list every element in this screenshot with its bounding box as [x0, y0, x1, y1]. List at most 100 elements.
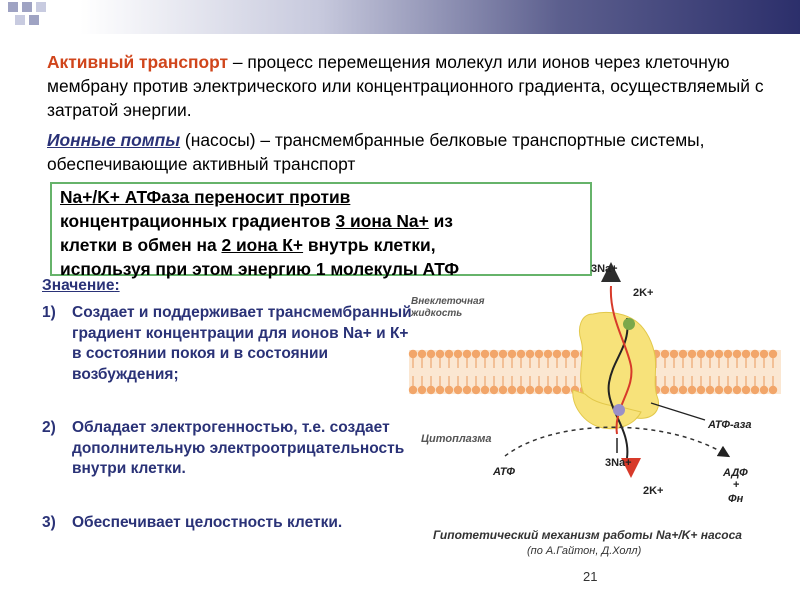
lipid-head — [534, 349, 544, 359]
lipid-head — [543, 385, 553, 395]
diagram-caption: Гипотетический механизм работы Na+/K+ на… — [433, 528, 742, 542]
lipid-head — [669, 385, 679, 395]
header-square — [15, 15, 25, 25]
box-line-4-text: используя при этом энергию 1 молекулы АТ… — [60, 259, 460, 279]
box-line-2a: концентрационных градиентов — [60, 211, 336, 231]
lipid-head — [552, 349, 562, 359]
lipid-head — [741, 349, 751, 359]
box-line-3a: клетки в обмен на — [60, 235, 222, 255]
lipid-head — [408, 385, 418, 395]
lipid-head — [714, 385, 724, 395]
cytoplasm-label: Цитоплазма — [421, 433, 492, 445]
header-band — [0, 0, 800, 34]
extracellular-label-2: жидкость — [410, 308, 462, 319]
list-item-text: Создает и поддерживает трансмембранный г… — [72, 304, 412, 383]
lipid-head — [687, 349, 697, 359]
box-line-2u: 3 иона Na+ — [335, 211, 429, 231]
k-bottom-label: 2K+ — [643, 485, 664, 497]
header-square — [8, 2, 18, 12]
lipid-head — [435, 385, 445, 395]
list-item-number: 2) — [42, 419, 56, 436]
atp-arc — [504, 426, 731, 458]
lipid-head — [498, 349, 508, 359]
lipid-head — [489, 385, 499, 395]
lipid-head — [552, 385, 562, 395]
box-line-3: клетки в обмен на 2 иона К+ внутрь клетк… — [60, 233, 582, 257]
lipid-head — [408, 349, 418, 359]
lipid-head — [462, 385, 472, 395]
lipid-head — [525, 349, 535, 359]
lipid-head — [444, 385, 454, 395]
lipid-head — [534, 385, 544, 395]
lipid-head — [561, 385, 571, 395]
pumps-text: (насосы) – трансмембранные белковые тран… — [47, 130, 705, 174]
lipid-head — [426, 385, 436, 395]
list-item-number: 3) — [42, 514, 56, 531]
lipid-head — [750, 349, 760, 359]
lipid-head — [543, 349, 553, 359]
extracellular-label-1: Внеклеточная — [411, 296, 485, 307]
lipid-head — [480, 385, 490, 395]
na-binding-site — [613, 404, 625, 416]
definition-paragraph: Активный транспорт – процесс перемещения… — [47, 50, 777, 122]
lipid-head — [507, 349, 517, 359]
box-line-1: Na+/K+ АТФаза переносит против — [60, 185, 582, 209]
atpase-protein — [572, 311, 659, 430]
lipid-head — [471, 385, 481, 395]
lipid-head — [660, 385, 670, 395]
lipid-head — [462, 349, 472, 359]
lipid-head — [714, 349, 724, 359]
lipid-head — [669, 349, 679, 359]
lipid-head — [678, 385, 688, 395]
lipid-head — [507, 385, 517, 395]
lipid-head — [768, 349, 778, 359]
page-number: 21 — [583, 569, 598, 584]
lipid-head — [759, 349, 769, 359]
lipid-head — [516, 385, 526, 395]
lipid-head — [480, 349, 490, 359]
k-path — [607, 317, 629, 459]
lipid-head — [732, 385, 742, 395]
lipid-head — [435, 349, 445, 359]
header-square — [36, 2, 46, 12]
box-line-2: концентрационных градиентов 3 иона Na+ и… — [60, 209, 582, 233]
box-line-1-text: Na+/K+ АТФаза переносит против — [60, 187, 351, 207]
lipid-head — [705, 385, 715, 395]
lipid-head — [696, 349, 706, 359]
pumps-paragraph: Ионные помпы (насосы) – трансмембранные … — [47, 128, 777, 176]
lipid-head — [417, 385, 427, 395]
significance-colon: : — [114, 277, 120, 294]
fn-label: Фн — [728, 493, 744, 505]
box-line-3u: 2 иона К+ — [221, 235, 304, 255]
lipid-head — [453, 349, 463, 359]
atpase-label: АТФ-аза — [707, 419, 752, 431]
lipid-head — [444, 349, 454, 359]
list-item-text: Обеспечивает целостность клетки. — [72, 514, 343, 531]
lipid-head — [498, 385, 508, 395]
list-item-number: 1) — [42, 304, 56, 321]
atpase-pointer — [650, 402, 706, 421]
diagram-caption-source: (по А.Гайтон, Д.Холл) — [527, 545, 642, 557]
lipid-head — [678, 349, 688, 359]
lipid-head — [471, 349, 481, 359]
lipid-head — [516, 349, 526, 359]
lipid-head — [705, 349, 715, 359]
box-line-4: используя при этом энергию 1 молекулы АТ… — [60, 257, 582, 281]
box-line-3b: внутрь клетки, — [303, 235, 436, 255]
list-item-text: Обладает электрогенностью, т.е. создает … — [72, 419, 405, 477]
lipid-head — [741, 385, 751, 395]
na-k-pump-diagram: Внеклеточная жидкость Цитоплазма 3Na+ 2K… — [408, 262, 781, 505]
na-top-label: 3Na+ — [591, 263, 618, 275]
lipid-head — [570, 349, 580, 359]
na-bottom-label: 3Na+ — [605, 457, 632, 469]
atpase-info-box: Na+/K+ АТФаза переносит против концентра… — [50, 182, 592, 279]
k-top-label: 2K+ — [633, 287, 654, 299]
lipid-head — [750, 385, 760, 395]
box-line-2b: из — [428, 211, 453, 231]
definition-term: Активный транспорт — [47, 52, 229, 72]
lipid-head — [453, 385, 463, 395]
lipid-head — [723, 385, 733, 395]
lipid-head — [660, 349, 670, 359]
lipid-head — [426, 349, 436, 359]
significance-title-text: Значение — [42, 277, 115, 294]
